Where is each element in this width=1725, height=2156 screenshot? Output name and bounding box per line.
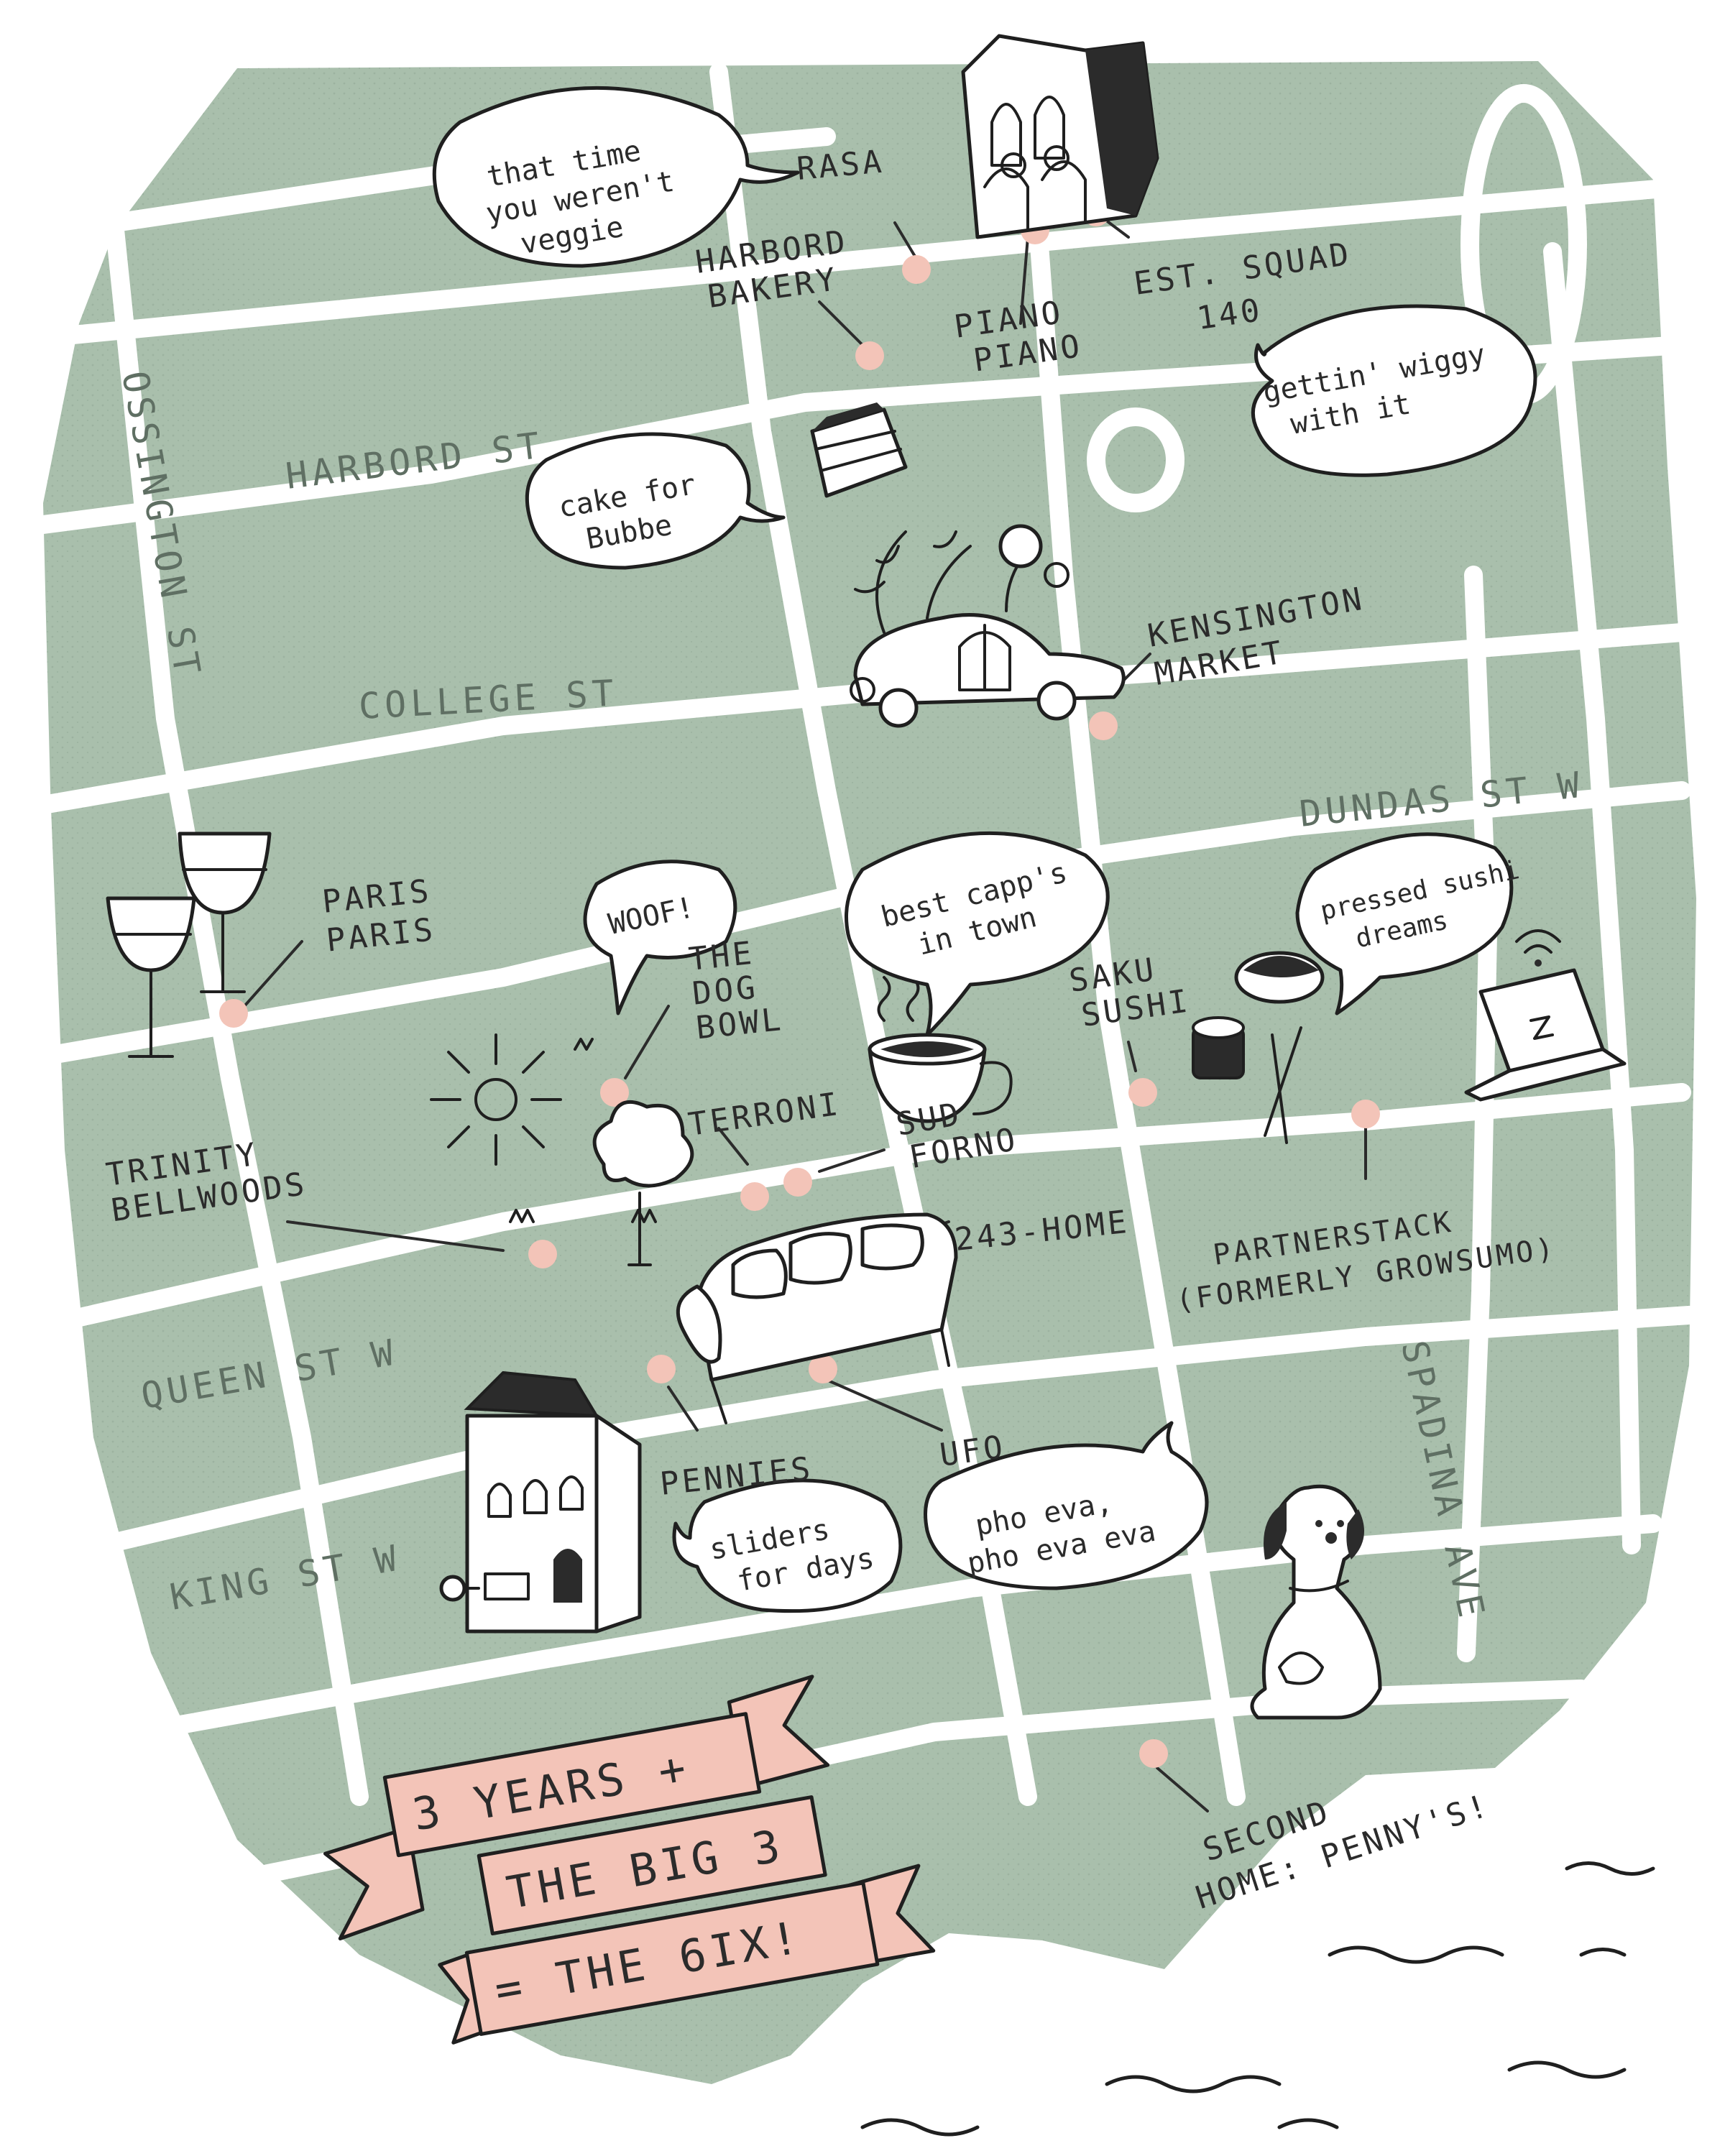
speech-bubble-pho: pho eva, pho eva eva <box>924 1421 1209 1590</box>
coffee-cup-icon <box>868 976 1013 1123</box>
label-harbord-bakery: HARBORD BAKERY <box>693 220 877 316</box>
banner-ribbon-3 <box>464 1881 880 2036</box>
wine-glasses-icon <box>106 831 272 1058</box>
road-harbord <box>34 178 1691 347</box>
label-dog-bowl: THE DOG BOWL <box>687 932 786 1046</box>
sun-icon <box>430 1033 562 1166</box>
banner-ribbon-2 <box>477 1795 827 1936</box>
marker-pennies[interactable] <box>647 1355 676 1383</box>
speech-bubble-cake: cake for Bubbe <box>525 432 786 570</box>
road-ossington <box>106 221 369 1806</box>
marker-sud-forno[interactable] <box>783 1168 812 1197</box>
marker-dog-bowl[interactable] <box>600 1078 629 1107</box>
marker-saku-sushi[interactable] <box>1128 1078 1157 1107</box>
marker-kensington[interactable] <box>1089 711 1118 740</box>
road-king <box>91 1514 1662 1749</box>
marker-partnerstack[interactable] <box>1351 1100 1380 1128</box>
speech-bubble-sliders: sliders for days <box>672 1478 903 1613</box>
grass-icon <box>509 1038 657 1223</box>
marker-second-home[interactable] <box>1139 1739 1168 1768</box>
label-saku-sushi: SAKU SUSHI <box>1067 947 1192 1036</box>
sofa-icon <box>676 1212 958 1424</box>
speech-bubble-sushi: pressed sushi dreams <box>1295 832 1522 1015</box>
road-bathurst <box>1026 178 1246 1806</box>
garden-car-icon <box>850 524 1126 728</box>
cake-slice-icon <box>810 402 908 498</box>
townhouse-icon <box>439 1370 642 1634</box>
marker-paris-paris[interactable] <box>219 999 248 1028</box>
marker-harbord-bakery[interactable] <box>855 341 884 370</box>
banner-ribbon-1 <box>382 1712 762 1858</box>
road-dundas <box>48 1083 1691 1332</box>
tree-icon <box>592 1100 694 1266</box>
label-ufo: UFO <box>937 1429 1008 1474</box>
restaurant-storefront-icon <box>961 34 1159 239</box>
marker-trinity-bellwoods[interactable] <box>528 1240 557 1268</box>
road-spadina <box>1457 566 1497 1662</box>
speech-bubble-veggie: that time you weren't veggie <box>432 86 800 268</box>
label-piano-piano: PIANO PIANO <box>952 291 1092 381</box>
sushi-chopsticks-icon <box>1192 951 1325 1144</box>
speech-bubble-woof: WOOF! <box>583 860 737 1015</box>
marker-terroni[interactable] <box>740 1182 769 1211</box>
label-rasa: RASA <box>796 144 886 188</box>
speech-bubble-capps: best capp's in town <box>845 831 1110 1037</box>
laptop-wifi-icon <box>1464 929 1627 1102</box>
road-loop-small <box>1087 407 1184 512</box>
water-waves-icon <box>860 1861 1655 2137</box>
road-east <box>1543 242 1641 1554</box>
marker-ufo[interactable] <box>809 1355 837 1383</box>
speech-bubble-wiggy: gettin' wiggy with it <box>1251 304 1537 477</box>
marker-rasa[interactable] <box>902 255 931 284</box>
dog-icon <box>1250 1484 1382 1720</box>
